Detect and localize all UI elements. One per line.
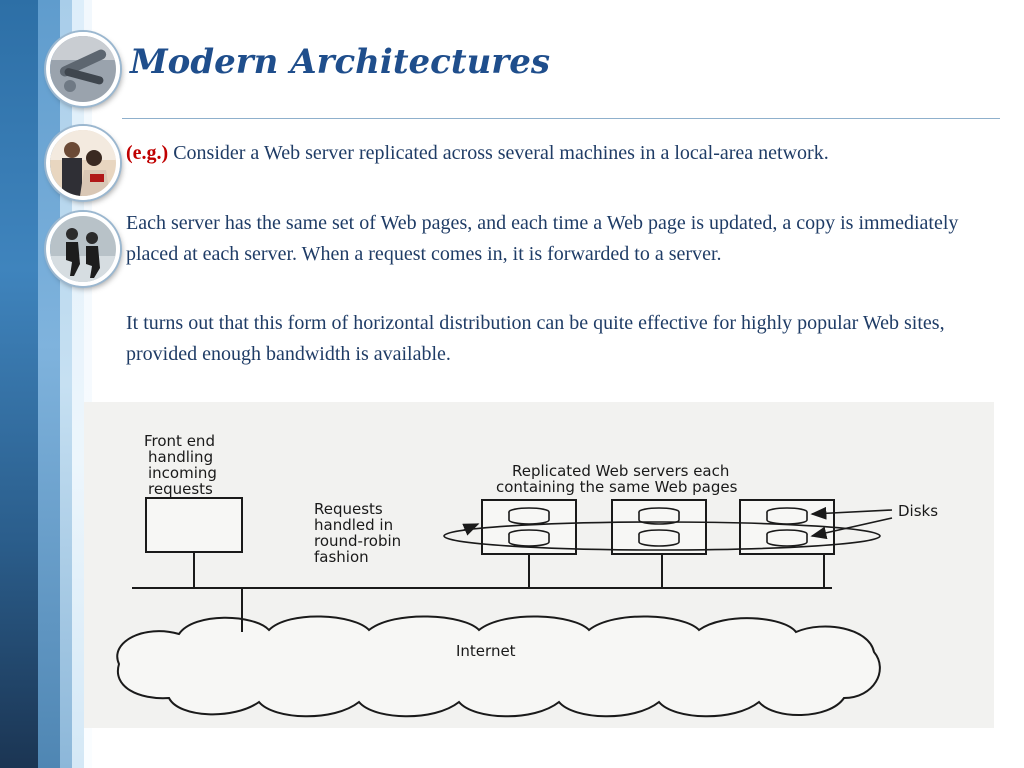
slide-title: Modern Architectures xyxy=(130,42,550,82)
sidebar-stripe-light xyxy=(60,0,72,768)
disk-icon xyxy=(638,507,680,547)
bullet-horizontal-distribution: It turns out that this form of horizonta… xyxy=(126,308,1014,370)
title-divider xyxy=(122,118,1000,119)
sidebar-stripe-lighter xyxy=(72,0,84,768)
internet-label: Internet xyxy=(456,642,516,660)
decorative-photo-circle-walking-people xyxy=(46,212,120,286)
sidebar-stripe-lightest xyxy=(84,0,92,768)
internet-cloud xyxy=(116,615,881,718)
bullet-text: Each server has the same set of Web page… xyxy=(126,212,959,265)
bullet-text: Consider a Web server replicated across … xyxy=(168,142,829,164)
decorative-photo-circle-tools xyxy=(46,32,120,106)
front-end-box xyxy=(145,497,243,553)
sidebar-stripe-mid xyxy=(38,0,60,768)
sidebar-stripe-dark xyxy=(0,0,38,768)
replicated-web-server-diagram: Front end handling incoming requests Rep… xyxy=(84,402,994,728)
disks-pointer xyxy=(810,506,893,520)
bullet-replication: Each server has the same set of Web page… xyxy=(126,208,1014,270)
disk-icon xyxy=(766,507,808,547)
round-robin-label: Requests handled in round-robin fashion xyxy=(314,500,406,566)
decorative-photo-circle-business-people xyxy=(46,126,120,200)
bullet-example: (e.g.) Consider a Web server replicated … xyxy=(126,138,1014,169)
replicated-servers-label: Replicated Web servers each containing t… xyxy=(496,462,738,496)
front-end-label: Front end handling incoming requests xyxy=(144,432,222,498)
disks-label: Disks xyxy=(898,502,938,520)
bullet-text: It turns out that this form of horizonta… xyxy=(126,312,945,365)
round-robin-loop xyxy=(443,521,881,551)
example-tag: (e.g.) xyxy=(126,142,169,164)
disk-icon xyxy=(508,507,550,547)
